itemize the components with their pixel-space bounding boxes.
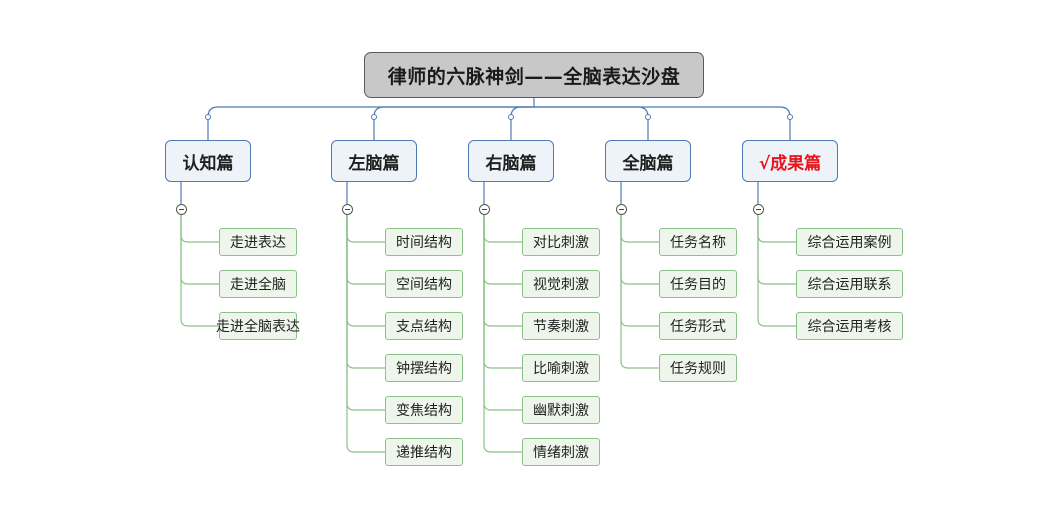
leaf-connector xyxy=(620,214,659,243)
branch-title: 左脑篇 xyxy=(348,153,400,174)
leaf-connector xyxy=(346,214,385,411)
branch-connector xyxy=(207,106,534,140)
branch-title: 认知篇 xyxy=(182,153,234,174)
branch-connector xyxy=(373,106,534,140)
leaf-connector xyxy=(483,214,522,453)
leaf-topic[interactable]: 钟摆结构 xyxy=(385,354,463,382)
branch-right-brain[interactable]: 右脑篇 xyxy=(468,140,554,182)
leaf-topic[interactable]: 对比刺激 xyxy=(522,228,600,256)
leaf-connector xyxy=(620,214,659,369)
leaf-connector xyxy=(180,214,219,327)
leaf-connector xyxy=(620,214,659,327)
leaf-topic[interactable]: 比喻刺激 xyxy=(522,354,600,382)
leaf-connector xyxy=(180,214,219,285)
branch-results[interactable]: √成果篇 xyxy=(742,140,838,182)
leaf-topic[interactable]: 任务规则 xyxy=(659,354,737,382)
leaf-connector xyxy=(483,214,522,243)
leaf-topic[interactable]: 综合运用联系 xyxy=(796,270,903,298)
leaf-connector xyxy=(346,214,385,327)
leaf-connector xyxy=(346,214,385,369)
leaf-topic[interactable]: 变焦结构 xyxy=(385,396,463,424)
leaf-topic[interactable]: 节奏刺激 xyxy=(522,312,600,340)
branch-connector xyxy=(534,106,649,140)
branch-cognition[interactable]: 认知篇 xyxy=(165,140,251,182)
branch-whole-brain[interactable]: 全脑篇 xyxy=(605,140,691,182)
connector-joint-icon xyxy=(371,114,377,120)
leaf-connector xyxy=(483,214,522,369)
leaf-topic[interactable]: 走进全脑 xyxy=(219,270,297,298)
collapse-minus-icon[interactable] xyxy=(478,203,490,215)
leaf-topic[interactable]: 支点结构 xyxy=(385,312,463,340)
leaf-connector xyxy=(346,214,385,453)
branch-title: 右脑篇 xyxy=(485,153,537,174)
leaf-connector xyxy=(483,214,522,327)
leaf-topic[interactable]: 幽默刺激 xyxy=(522,396,600,424)
branch-left-brain[interactable]: 左脑篇 xyxy=(331,140,417,182)
leaf-topic[interactable]: 走进全脑表达 xyxy=(216,312,300,340)
leaf-connector xyxy=(483,214,522,285)
leaf-topic[interactable]: 任务目的 xyxy=(659,270,737,298)
leaf-connector xyxy=(757,214,796,243)
leaf-connector xyxy=(483,214,522,411)
branch-title: √成果篇 xyxy=(758,153,822,174)
branch-connector xyxy=(510,106,534,140)
leaf-topic[interactable]: 走进表达 xyxy=(219,228,297,256)
leaf-topic[interactable]: 递推结构 xyxy=(385,438,463,466)
connector-joint-icon xyxy=(508,114,514,120)
collapse-minus-icon[interactable] xyxy=(175,203,187,215)
leaf-connector xyxy=(346,214,385,285)
leaf-topic[interactable]: 综合运用案例 xyxy=(796,228,903,256)
leaf-connector xyxy=(757,214,796,285)
connector-joint-icon xyxy=(787,114,793,120)
leaf-topic[interactable]: 任务名称 xyxy=(659,228,737,256)
leaf-topic[interactable]: 时间结构 xyxy=(385,228,463,256)
leaf-topic[interactable]: 任务形式 xyxy=(659,312,737,340)
leaf-topic[interactable]: 空间结构 xyxy=(385,270,463,298)
connector-joint-icon xyxy=(205,114,211,120)
connector-joint-icon xyxy=(645,114,651,120)
leaf-topic[interactable]: 情绪刺激 xyxy=(522,438,600,466)
collapse-minus-icon[interactable] xyxy=(615,203,627,215)
root-title: 律师的六脉神剑——全脑表达沙盘 xyxy=(387,65,681,88)
collapse-minus-icon[interactable] xyxy=(752,203,764,215)
leaf-topic[interactable]: 视觉刺激 xyxy=(522,270,600,298)
leaf-connector xyxy=(757,214,796,327)
branch-title: 全脑篇 xyxy=(622,153,674,174)
collapse-minus-icon[interactable] xyxy=(341,203,353,215)
branch-connector xyxy=(534,106,791,140)
root-topic[interactable]: 律师的六脉神剑——全脑表达沙盘 xyxy=(364,52,704,98)
leaf-topic[interactable]: 综合运用考核 xyxy=(796,312,903,340)
leaf-connector xyxy=(180,214,219,243)
leaf-connector xyxy=(346,214,385,243)
leaf-connector xyxy=(620,214,659,285)
